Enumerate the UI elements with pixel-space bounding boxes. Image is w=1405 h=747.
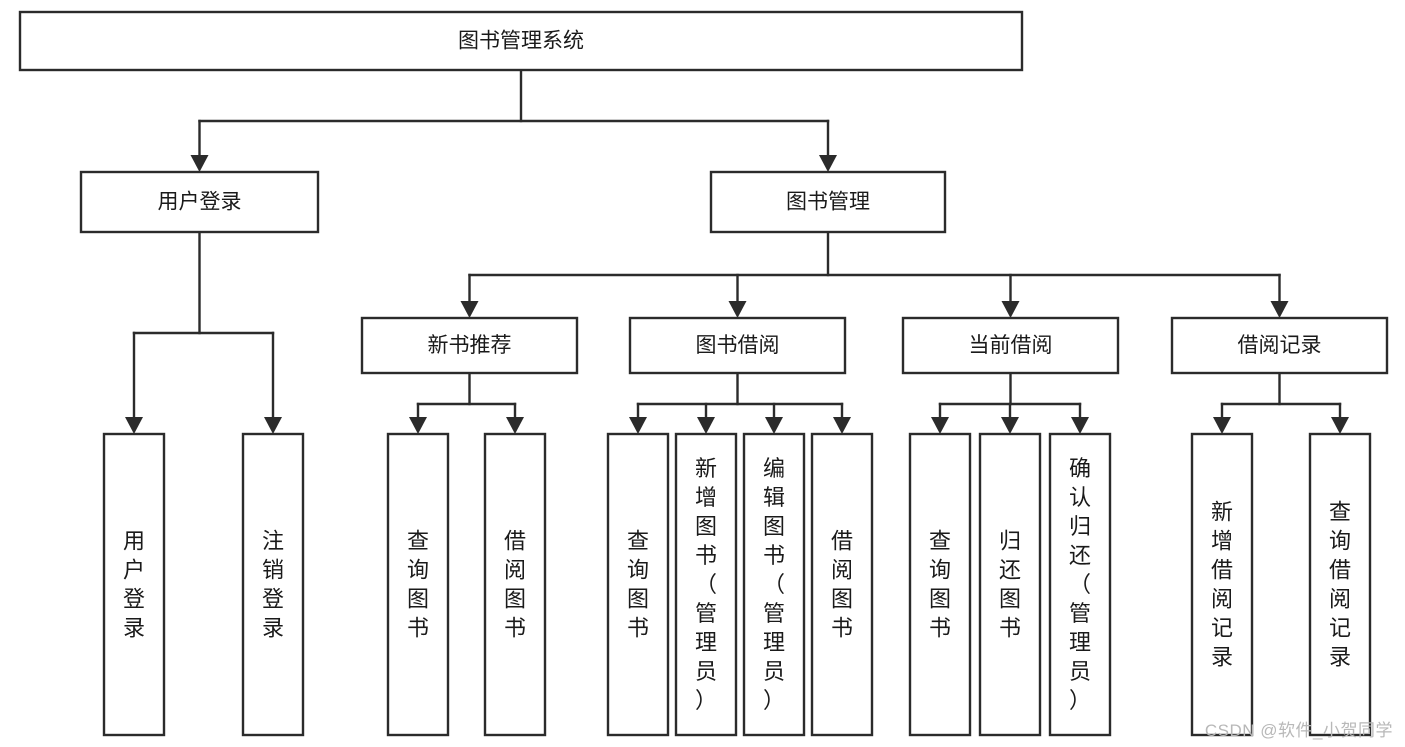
connector-group-new-book-recommend [409, 371, 524, 434]
node-user-login[interactable]: 用户登录 [79, 170, 320, 234]
node-leaf-add-record[interactable]: 新增借阅记录 [1190, 432, 1254, 737]
node-leaf-return-book[interactable]: 归还图书 [978, 432, 1042, 737]
node-layer: 图书管理系统用户登录图书管理新书推荐图书借阅当前借阅借阅记录用户登录注销登录查询… [18, 10, 1389, 737]
node-label: 图书管理 [786, 191, 870, 214]
node-box [901, 316, 1120, 375]
arrow-head-icon [125, 417, 143, 434]
arrow-head-icon [1001, 417, 1019, 434]
node-leaf-query-book-2[interactable]: 查询图书 [606, 432, 670, 737]
node-leaf-query-book-3[interactable]: 查询图书 [908, 432, 972, 737]
node-leaf-query-book-1[interactable]: 查询图书 [386, 432, 450, 737]
node-book-manage[interactable]: 图书管理 [709, 170, 947, 234]
arrow-head-icon [506, 417, 524, 434]
node-label: 注销登录 [262, 529, 284, 641]
arrow-head-icon [728, 301, 747, 318]
node-leaf-query-record[interactable]: 查询借阅记录 [1308, 432, 1372, 737]
node-label: 图书管理系统 [458, 30, 584, 53]
node-borrow-record[interactable]: 借阅记录 [1170, 316, 1389, 375]
arrow-head-icon [409, 417, 427, 434]
connector-group-book-manage [460, 230, 1289, 318]
node-box [674, 432, 738, 737]
node-label: 用户登录 [123, 529, 145, 641]
arrow-head-icon [629, 417, 647, 434]
node-label: 查询借阅记录 [1329, 500, 1351, 670]
arrow-head-icon [1001, 301, 1020, 318]
arrow-head-icon [819, 155, 837, 172]
node-label: 归还图书 [999, 529, 1021, 641]
connector-group-book-borrow [629, 371, 851, 434]
arrow-head-icon [460, 301, 479, 318]
node-label: 查询图书 [929, 529, 951, 641]
connector-group-current-borrow [931, 371, 1089, 434]
node-box [241, 432, 305, 737]
node-root[interactable]: 图书管理系统 [18, 10, 1024, 72]
arrow-head-icon [1270, 301, 1289, 318]
node-box [1170, 316, 1389, 375]
node-box [1048, 432, 1112, 737]
arrow-head-icon [190, 155, 209, 172]
node-box [1190, 432, 1254, 737]
node-leaf-edit-book[interactable]: 编辑图书（管理员） [742, 432, 806, 737]
node-current-borrow[interactable]: 当前借阅 [901, 316, 1120, 375]
connector-group-borrow-record [1213, 371, 1349, 434]
node-label: 借阅记录 [1238, 334, 1322, 357]
arrow-head-icon [931, 417, 949, 434]
node-box [606, 432, 670, 737]
node-label: 查询图书 [407, 529, 429, 641]
node-box [1308, 432, 1372, 737]
node-label: 新增借阅记录 [1211, 500, 1233, 670]
node-box [483, 432, 547, 737]
node-box [628, 316, 847, 375]
node-box [908, 432, 972, 737]
node-label: 查询图书 [627, 529, 649, 641]
arrow-head-icon [765, 417, 783, 434]
node-label: 借阅图书 [504, 529, 526, 641]
node-box [709, 170, 947, 234]
node-leaf-borrow-book-2[interactable]: 借阅图书 [810, 432, 874, 737]
node-label: 编辑图书（管理员） [763, 456, 785, 713]
node-box [360, 316, 579, 375]
arrow-head-icon [1213, 417, 1231, 434]
arrow-head-icon [833, 417, 851, 434]
node-box [742, 432, 806, 737]
node-book-borrow[interactable]: 图书借阅 [628, 316, 847, 375]
arrow-head-icon [1331, 417, 1349, 434]
watermark-text: CSDN @软件_小贺同学 [1204, 721, 1393, 740]
node-box [18, 10, 1024, 72]
node-label: 新增图书（管理员） [695, 456, 717, 713]
node-label: 图书借阅 [696, 334, 780, 357]
node-box [79, 170, 320, 234]
node-leaf-logout[interactable]: 注销登录 [241, 432, 305, 737]
connector-layer [125, 68, 1349, 434]
node-label: 新书推荐 [428, 334, 512, 357]
node-box [102, 432, 166, 737]
connector-group-user-login [125, 230, 282, 434]
node-box [978, 432, 1042, 737]
node-box [386, 432, 450, 737]
node-label: 当前借阅 [969, 334, 1053, 357]
node-leaf-user-login[interactable]: 用户登录 [102, 432, 166, 737]
node-label: 确认归还（管理员） [1069, 456, 1091, 713]
node-label: 用户登录 [158, 191, 242, 214]
arrow-head-icon [697, 417, 715, 434]
node-leaf-confirm-return[interactable]: 确认归还（管理员） [1048, 432, 1112, 737]
node-box [810, 432, 874, 737]
node-leaf-add-book[interactable]: 新增图书（管理员） [674, 432, 738, 737]
node-new-book-recommend[interactable]: 新书推荐 [360, 316, 579, 375]
connector-group-root [190, 68, 837, 172]
arrow-head-icon [264, 417, 282, 434]
arrow-head-icon [1071, 417, 1089, 434]
node-label: 借阅图书 [831, 529, 853, 641]
node-leaf-borrow-book-1[interactable]: 借阅图书 [483, 432, 547, 737]
